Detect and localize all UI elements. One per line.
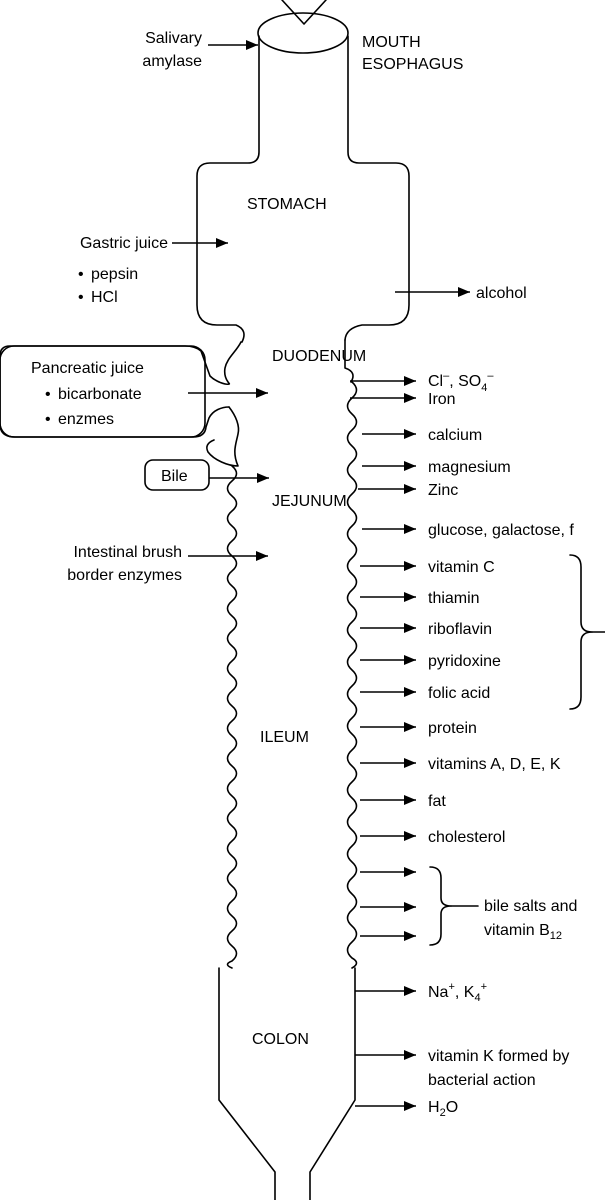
- vitamin-k-label-line2: bacterial action: [428, 1072, 536, 1089]
- sulfate-prefix: , SO: [449, 373, 481, 390]
- thiamin-label: thiamin: [428, 590, 480, 607]
- pancreatic-juice-label: Pancreatic juice: [31, 360, 144, 377]
- gastric-item-hcl: HCl: [91, 289, 118, 306]
- cholesterol-label: cholesterol: [428, 829, 505, 846]
- mouth-label: MOUTH: [362, 34, 421, 51]
- stomach-label: STOMACH: [247, 196, 327, 213]
- glucose-galactose-label: glucose, galactose, f: [428, 522, 574, 539]
- bile-salts-bracket: [429, 866, 452, 946]
- water-o: O: [446, 1099, 458, 1116]
- gastric-bullet-1: •: [78, 266, 84, 283]
- bile-salts-label-line2: vitamin B12: [484, 922, 562, 942]
- intestine-wall-right: [344, 339, 358, 969]
- pancreatic-juice-box: [0, 345, 206, 438]
- potassium-subscript: 4: [474, 992, 480, 1004]
- sulfate-subscript: 4: [481, 382, 487, 394]
- stomach-wall: [196, 35, 260, 343]
- bile-salts-label-line1: bile salts and: [484, 898, 577, 915]
- colon-label: COLON: [252, 1031, 309, 1048]
- salivary-label-line1: Salivary: [145, 30, 202, 47]
- output-labels: alcohol Cl–, SO4– Iron calcium magnesium…: [428, 285, 577, 1119]
- input-arrows: [172, 40, 269, 561]
- jejunum-label: JEJUNUM: [272, 493, 347, 510]
- colon-wall-left: [218, 967, 276, 1200]
- mouth-v-mark: [281, 0, 327, 25]
- magnesium-label: magnesium: [428, 459, 511, 476]
- chloride-text: Cl: [428, 373, 443, 390]
- chloride-sulfate-label: Cl–, SO4–: [428, 370, 494, 394]
- gastric-bullet-2: •: [78, 289, 84, 306]
- water-label: H2O: [428, 1099, 458, 1119]
- folic-acid-label: folic acid: [428, 685, 490, 702]
- water-soluble-vitamin-bracket: [569, 554, 593, 710]
- vitamin-b-text: vitamin B: [484, 922, 550, 939]
- vitamin-k-label-line1: vitamin K formed by: [428, 1048, 569, 1065]
- water-h: H: [428, 1099, 440, 1116]
- potassium-charge: +: [481, 981, 487, 993]
- brush-enzyme-label-line2: border enzymes: [67, 567, 182, 584]
- duodenum-label: DUODENUM: [272, 348, 366, 365]
- gastric-item-pepsin: pepsin: [91, 266, 138, 283]
- organ-labels: MOUTH ESOPHAGUS STOMACH DUODENUM JEJUNUM…: [247, 34, 463, 1048]
- pyridoxine-label: pyridoxine: [428, 653, 501, 670]
- pancreatic-bullet-2: •: [45, 411, 51, 428]
- ileum-label: ILEUM: [260, 729, 309, 746]
- riboflavin-label: riboflavin: [428, 621, 492, 638]
- pancreatic-bullet-1: •: [45, 386, 51, 403]
- output-arrows: [350, 287, 470, 1111]
- alcohol-label: alcohol: [476, 285, 527, 302]
- pancreatic-item-enzymes: enzmes: [58, 411, 114, 428]
- bile-duct: [206, 406, 240, 467]
- gastric-juice-label: Gastric juice: [80, 235, 168, 252]
- salivary-label-line2: amylase: [142, 53, 202, 70]
- vitamins-adek-label: vitamins A, D, E, K: [428, 756, 561, 773]
- sodium-text: Na: [428, 984, 449, 1001]
- vitamin-c-label: vitamin C: [428, 559, 495, 576]
- bile-box: [144, 459, 210, 491]
- iron-label: Iron: [428, 391, 456, 408]
- calcium-label: calcium: [428, 427, 482, 444]
- esophagus-label: ESOPHAGUS: [362, 56, 463, 73]
- sulfate-charge: –: [487, 370, 494, 382]
- zinc-label: Zinc: [428, 482, 458, 499]
- chloride-charge: –: [443, 370, 450, 382]
- mouth-opening: [257, 12, 349, 54]
- sodium-charge: +: [448, 981, 454, 993]
- fat-label: fat: [428, 793, 446, 810]
- potassium-prefix: , K: [455, 984, 475, 1001]
- bile-label: Bile: [161, 468, 188, 485]
- sodium-potassium-label: Na+, K4+: [428, 981, 487, 1004]
- intestine-wall-left: [226, 465, 238, 969]
- brush-enzyme-label-line1: Intestinal brush: [73, 544, 182, 561]
- pancreatic-item-bicarbonate: bicarbonate: [58, 386, 142, 403]
- colon-wall-right: [309, 967, 356, 1200]
- input-labels: Salivary amylase Gastric juice • pepsin …: [31, 30, 202, 584]
- stomach-wall-right: [344, 35, 410, 341]
- water-subscript: 2: [440, 1107, 446, 1119]
- protein-label: protein: [428, 720, 477, 737]
- b12-subscript: 12: [550, 930, 562, 942]
